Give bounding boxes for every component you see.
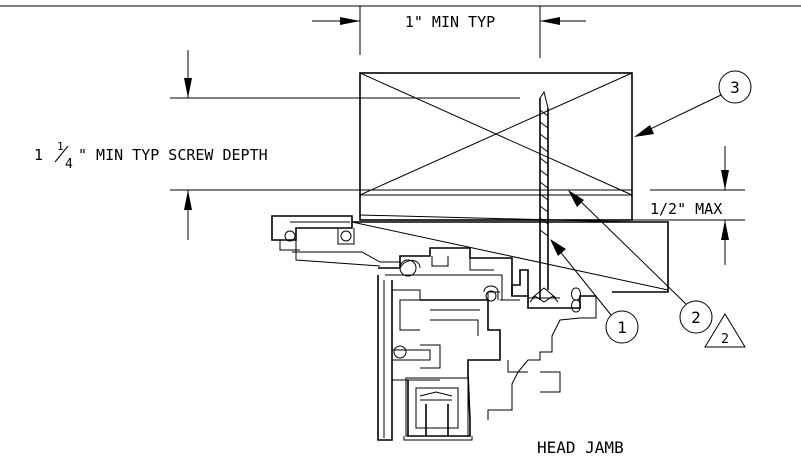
screw-depth-frac-num: 1	[57, 140, 64, 153]
max-gap-dimension: 1/2" MAX	[632, 146, 745, 265]
screw	[528, 90, 560, 303]
screw-depth-dimension: 1 1 4 " MIN TYP SCREW DEPTH	[34, 50, 520, 240]
window-frame-profile	[271, 215, 597, 441]
callout-1-label: 1	[617, 318, 627, 337]
top-dimension: 1" MIN TYP	[312, 6, 586, 58]
callout-3: 3	[634, 70, 752, 137]
drawing-title: HEAD JAMB	[537, 438, 624, 457]
max-gap-label: 1/2" MAX	[650, 200, 722, 218]
revision-triangle-label: 2	[721, 332, 729, 347]
top-dimension-label: 1" MIN TYP	[405, 13, 495, 31]
screw-depth-frac-den: 4	[65, 157, 73, 172]
screw-depth-whole: 1	[34, 146, 43, 164]
callout-1: 1	[550, 239, 639, 344]
callout-3-label: 3	[730, 78, 740, 97]
callout-2: 2 2	[568, 190, 746, 348]
screw-depth-label: " MIN TYP SCREW DEPTH	[78, 146, 268, 164]
shim-board	[351, 214, 669, 293]
wood-header	[359, 72, 633, 221]
callout-2-label: 2	[691, 308, 701, 327]
